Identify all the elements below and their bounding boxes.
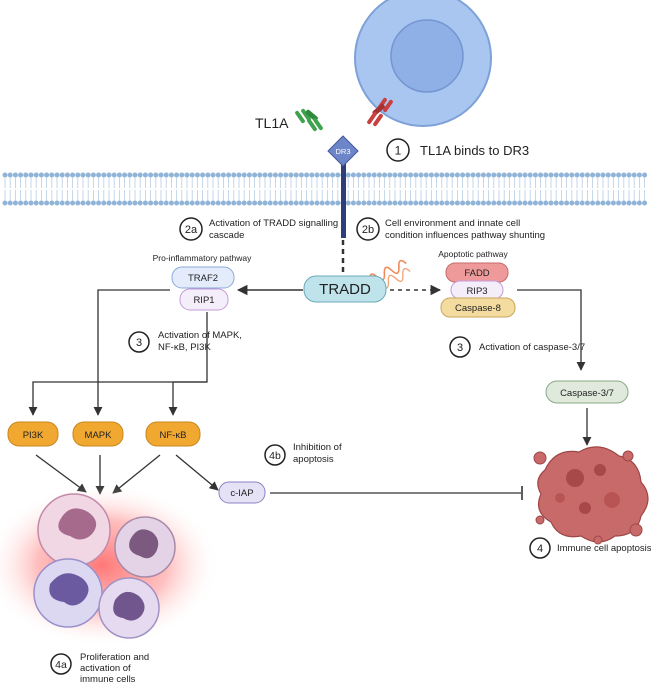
step-4: 4 Immune cell apoptosis (529, 537, 651, 559)
tl1a-ligand-green-icon (295, 108, 323, 132)
svg-text:immune cells: immune cells (80, 674, 136, 685)
apoptotic-cell-icon (533, 446, 649, 545)
svg-text:RIP1: RIP1 (193, 295, 214, 306)
svg-text:Activation of MAPK,: Activation of MAPK, (158, 330, 242, 341)
pi3k-node: PI3K (7, 421, 59, 447)
svg-text:Inhibition of: Inhibition of (293, 442, 342, 453)
svg-text:condition influences pathway s: condition influences pathway shunting (385, 230, 545, 241)
svg-text:apoptosis: apoptosis (293, 454, 334, 465)
caspase8-node: Caspase-8 (440, 297, 516, 318)
svg-text:Activation of TRADD signalling: Activation of TRADD signalling (209, 218, 338, 229)
svg-text:PI3K: PI3K (23, 430, 44, 441)
traf2-node: TRAF2 (171, 266, 235, 289)
rip1-to-pi3k-arrow (28, 312, 208, 416)
cell-body-icon (354, 0, 492, 127)
svg-text:RIP3: RIP3 (466, 286, 487, 297)
step-2b: 2b Cell environment and innate cell cond… (356, 217, 545, 241)
svg-text:Immune cell apoptosis: Immune cell apoptosis (557, 543, 651, 554)
svg-text:4: 4 (537, 543, 543, 555)
caspase37-node: Caspase-3/7 (545, 380, 629, 404)
svg-text:Caspase-3/7: Caspase-3/7 (560, 388, 614, 399)
step-2a: 2a Activation of TRADD signalling cascad… (179, 217, 338, 241)
svg-text:2b: 2b (362, 224, 374, 236)
svg-text:2a: 2a (185, 224, 198, 236)
svg-text:NF-κB: NF-κB (160, 430, 187, 441)
mapk-node: MAPK (72, 421, 124, 447)
rip3-node: RIP3 (450, 280, 504, 300)
svg-text:Proliferation and: Proliferation and (80, 652, 149, 663)
svg-text:TRAF2: TRAF2 (188, 273, 218, 284)
svg-text:Activation of caspase-3/7: Activation of caspase-3/7 (479, 342, 585, 353)
tl1a-label: TL1A (255, 115, 289, 131)
step-4b: 4b Inhibition of apoptosis (264, 442, 342, 466)
tradd-label: TRADD (319, 281, 371, 298)
pro-inflammatory-title: Pro-inflammatory pathway (153, 253, 252, 263)
nfkb-to-ciap-arrow (175, 454, 219, 491)
svg-text:Cell environment and innate ce: Cell environment and innate cell (385, 218, 520, 229)
step-3-left: 3 Activation of MAPK, NF-κB, PI3K (128, 330, 242, 353)
ciap-node: c-IAP (218, 481, 266, 504)
svg-text:cascade: cascade (209, 230, 244, 241)
svg-text:FADD: FADD (464, 268, 489, 279)
tl1a-ligand-red-icon (367, 97, 393, 127)
rip1-to-nfkb-arrow (168, 381, 207, 416)
step-3-right: 3 Activation of caspase-3/7 (449, 336, 585, 358)
step-4a: 4a Proliferation and activation of immun… (50, 652, 149, 685)
proliferating-immune-cells-icon (0, 483, 220, 647)
apoptotic-title: Apoptotic pathway (438, 249, 508, 259)
svg-text:3: 3 (136, 337, 142, 349)
svg-text:activation of: activation of (80, 663, 131, 674)
svg-text:Caspase-8: Caspase-8 (455, 303, 501, 314)
cell-membrane (2, 172, 648, 206)
dr3-label: DR3 (335, 147, 350, 156)
step-1-text: TL1A binds to DR3 (420, 143, 529, 158)
caspase8-to-caspase37-arrow (517, 289, 586, 371)
svg-text:NF-κB, PI3K: NF-κB, PI3K (158, 342, 211, 353)
tradd-node: TRADD (303, 275, 387, 303)
fadd-node: FADD (445, 262, 509, 283)
traf2-to-mapk-arrow (93, 289, 170, 416)
rip1-node: RIP1 (179, 288, 229, 311)
svg-text:3: 3 (457, 342, 463, 354)
dr3-receptor-icon (327, 135, 359, 238)
step-1: 1 TL1A binds to DR3 (386, 138, 529, 162)
svg-text:4b: 4b (269, 450, 281, 462)
svg-text:4a: 4a (55, 659, 67, 671)
svg-text:1: 1 (395, 144, 402, 158)
svg-text:MAPK: MAPK (85, 430, 113, 441)
svg-text:c-IAP: c-IAP (230, 488, 253, 499)
nfkb-node: NF-κB (145, 421, 201, 447)
